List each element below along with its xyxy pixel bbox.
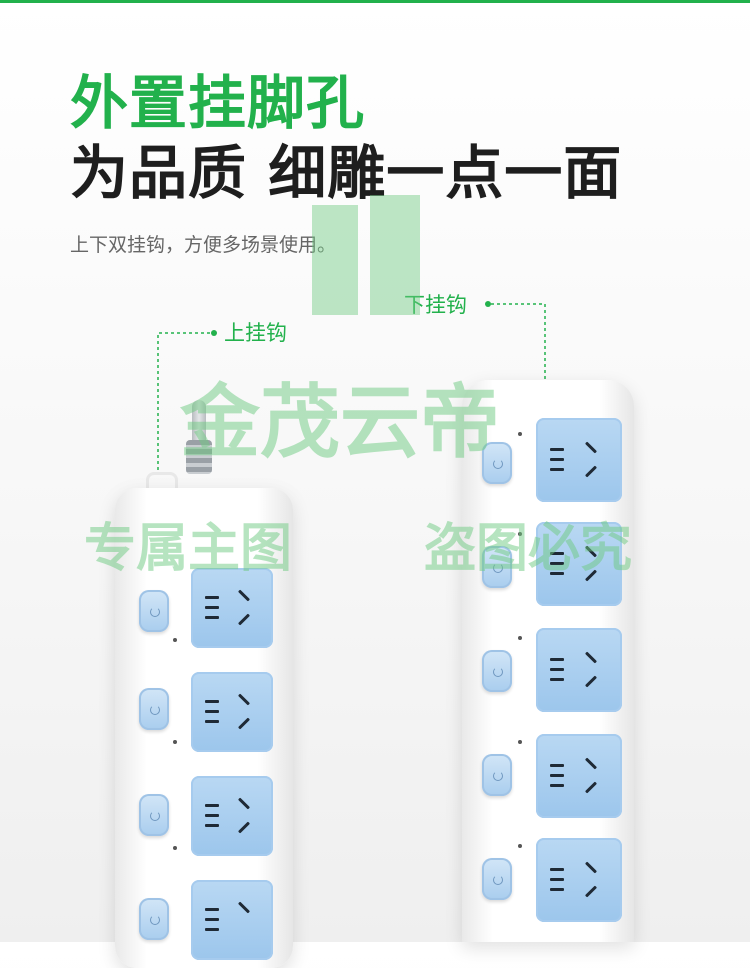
- watermark-logo-icon: [312, 195, 420, 315]
- left-power-strip: [115, 488, 293, 968]
- lower-hook-callout-line: [490, 303, 546, 385]
- upper-hook-label: 上挂钩: [224, 321, 287, 345]
- title-dark: 为品质 细雕一点一面: [70, 139, 623, 207]
- socket-2: [191, 672, 273, 752]
- indicator-dot: [173, 638, 177, 642]
- socket-5: [536, 838, 622, 922]
- indicator-dot: [518, 432, 522, 436]
- indicator-dot: [173, 846, 177, 850]
- power-switch-5: [482, 858, 512, 900]
- power-switch-4: [482, 754, 512, 796]
- socket-2: [536, 522, 622, 606]
- power-switch-1: [139, 590, 169, 632]
- socket-4: [536, 734, 622, 818]
- socket-1: [536, 418, 622, 502]
- power-icon: [493, 875, 503, 885]
- subtitle: 上下双挂钩，方便多场景使用。: [70, 234, 337, 256]
- power-icon: [150, 607, 160, 617]
- power-icon: [493, 771, 503, 781]
- socket-3: [536, 628, 622, 712]
- indicator-dot: [518, 636, 522, 640]
- indicator-dot: [518, 740, 522, 744]
- power-icon: [150, 915, 160, 925]
- power-switch-2: [482, 546, 512, 588]
- socket-1: [191, 568, 273, 648]
- title-green: 外置挂脚孔: [70, 69, 366, 137]
- top-accent-line: [0, 0, 750, 3]
- indicator-dot: [173, 740, 177, 744]
- power-icon: [493, 563, 503, 573]
- cable-strain-relief: [186, 440, 212, 474]
- power-switch-3: [482, 650, 512, 692]
- power-switch-2: [139, 688, 169, 730]
- power-icon: [493, 667, 503, 677]
- cable: [192, 400, 206, 444]
- upper-hook-callout-dot: [211, 330, 217, 336]
- indicator-dot: [518, 844, 522, 848]
- lower-hook-label: 下挂钩: [404, 293, 467, 317]
- socket-3: [191, 776, 273, 856]
- indicator-dot: [518, 532, 522, 536]
- lower-hook-callout-dot: [485, 301, 491, 307]
- power-switch-4: [139, 898, 169, 940]
- callout-lines: [157, 301, 546, 470]
- power-icon: [493, 459, 503, 469]
- right-power-strip: [462, 380, 634, 942]
- upper-hook-icon: [146, 472, 178, 489]
- power-switch-3: [139, 794, 169, 836]
- power-switch-1: [482, 442, 512, 484]
- power-icon: [150, 705, 160, 715]
- power-icon: [150, 811, 160, 821]
